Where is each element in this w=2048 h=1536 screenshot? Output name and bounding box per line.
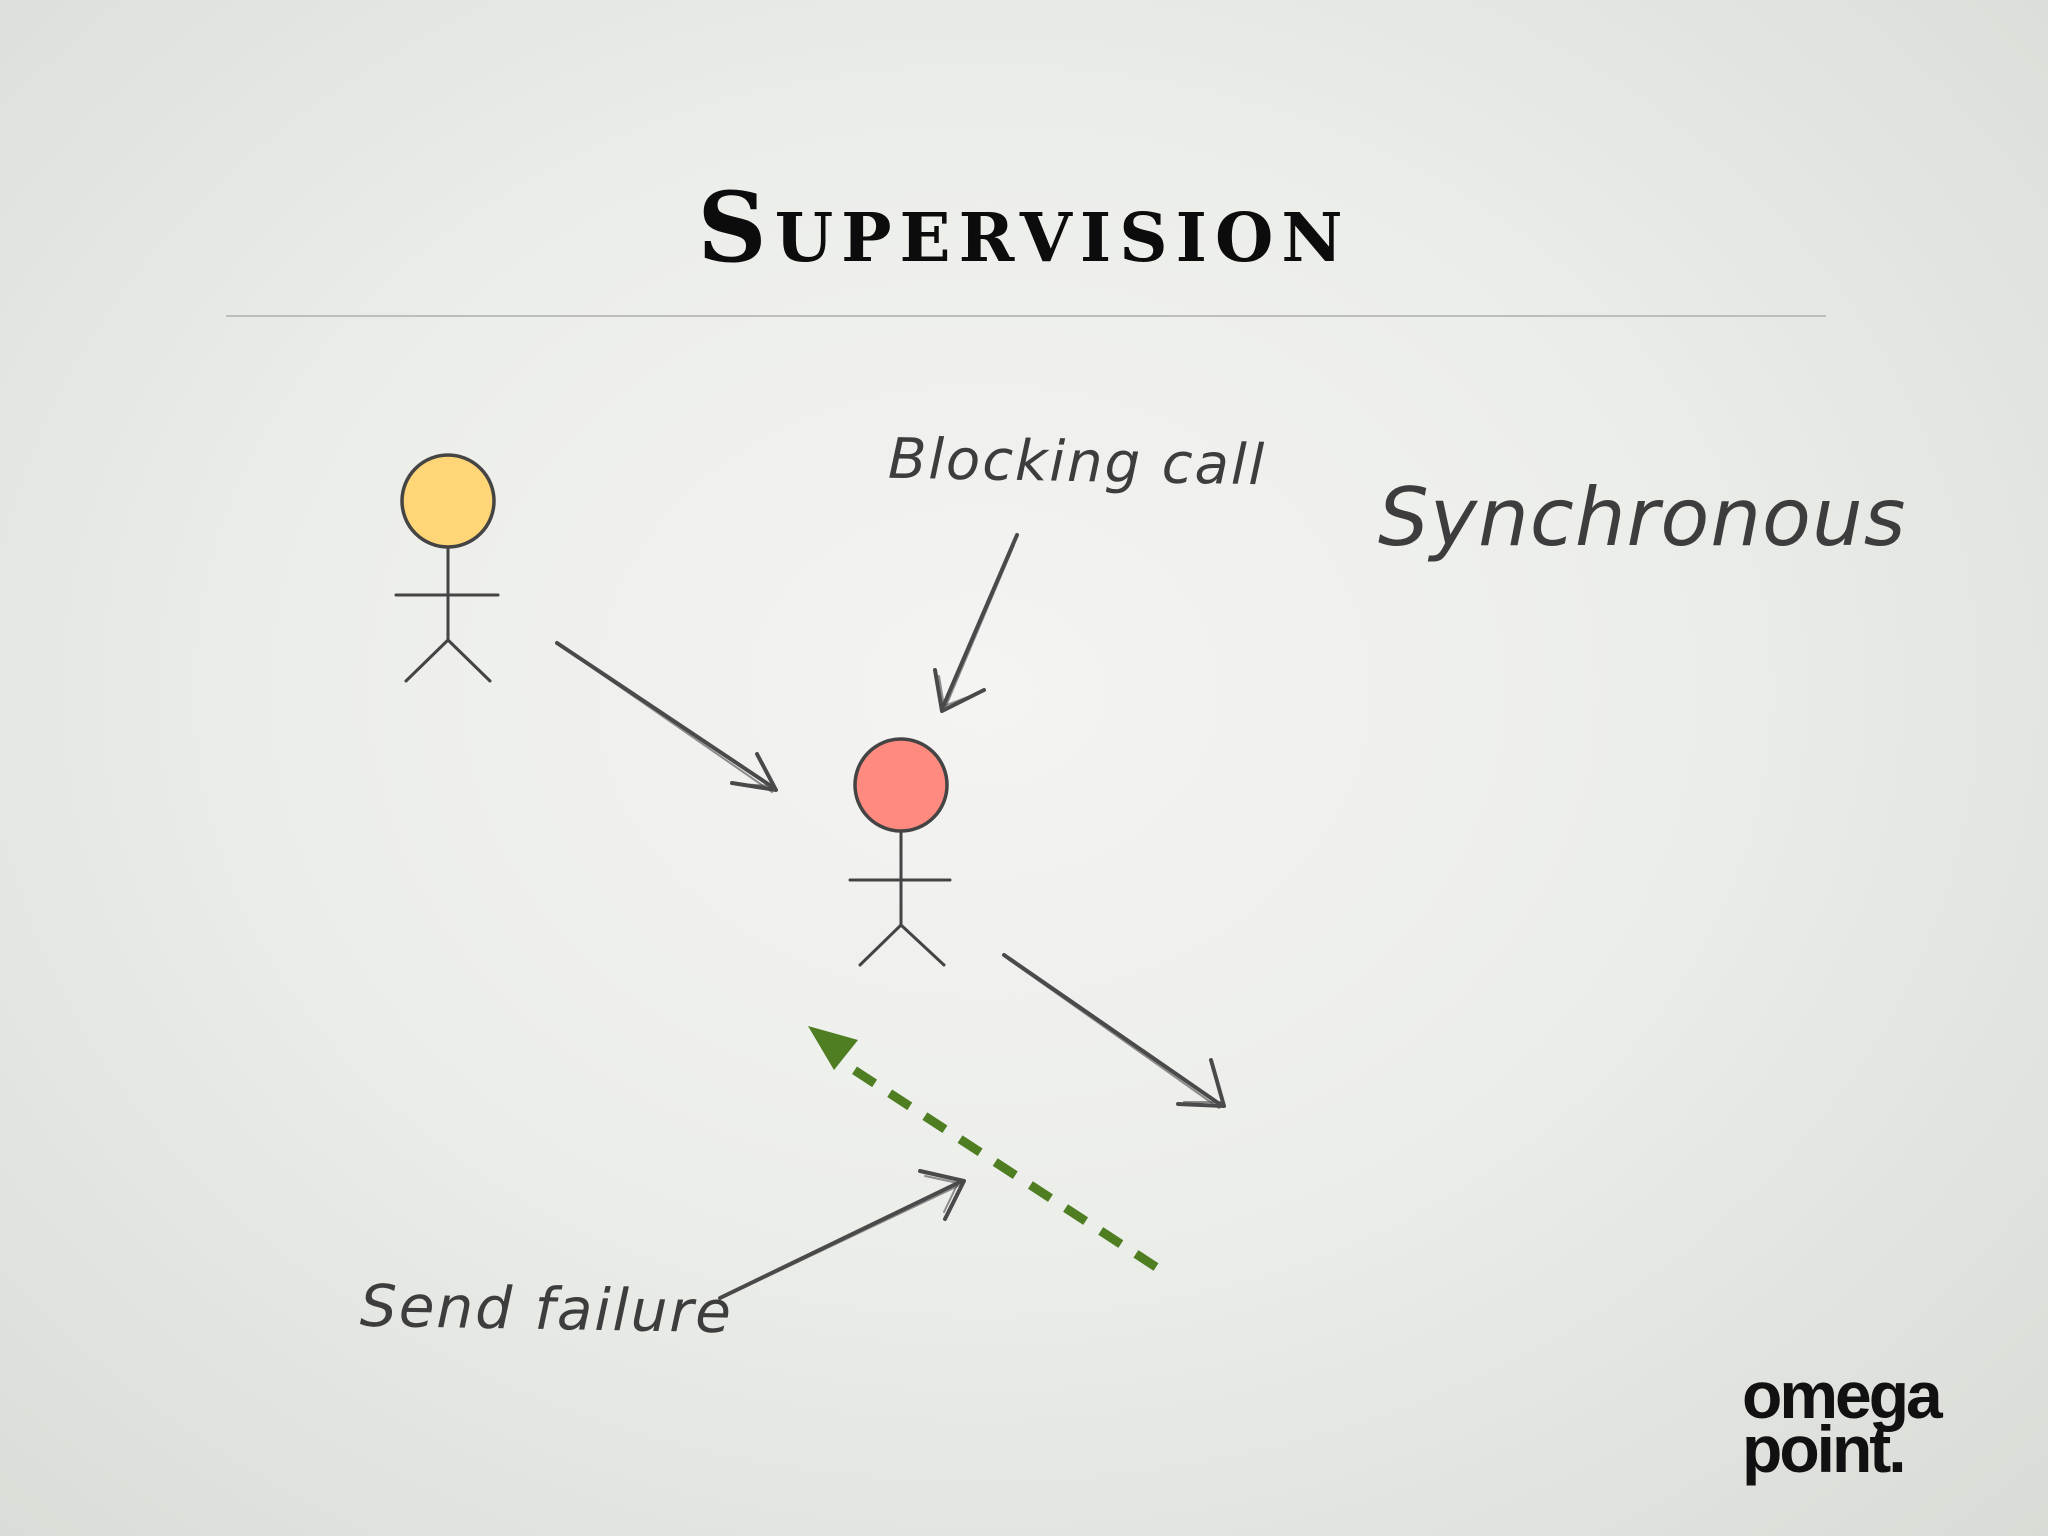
caller-head: [400, 453, 496, 549]
callee-actor: [848, 737, 952, 967]
callee-left-leg: [858, 923, 903, 967]
send-failure-pointer: [718, 1169, 966, 1300]
call-arrow: [555, 641, 778, 793]
blocking-call-pointer: [933, 533, 1019, 713]
logo-line-1: omega: [1742, 1358, 1943, 1432]
send-failure-label: Send failure: [359, 1271, 734, 1347]
synchronous-label: Synchronous: [1378, 471, 1907, 564]
title-divider: [226, 315, 1826, 317]
failure-arrowhead: [808, 1026, 858, 1070]
callee-right-leg: [899, 923, 946, 967]
logo-line-2: point.: [1742, 1412, 1907, 1487]
blocking-call-label: Blocking call: [887, 426, 1267, 499]
caller-left-leg: [404, 638, 450, 683]
slide-title: Supervision: [697, 171, 1351, 284]
caller-right-leg: [446, 638, 492, 683]
callee-head: [853, 737, 949, 833]
failure-escalation-arrow: [808, 1026, 1159, 1271]
downstream-arrow: [1002, 953, 1226, 1109]
omega-point-logo: omega point.: [1742, 1358, 1943, 1487]
caller-actor: [394, 453, 500, 683]
